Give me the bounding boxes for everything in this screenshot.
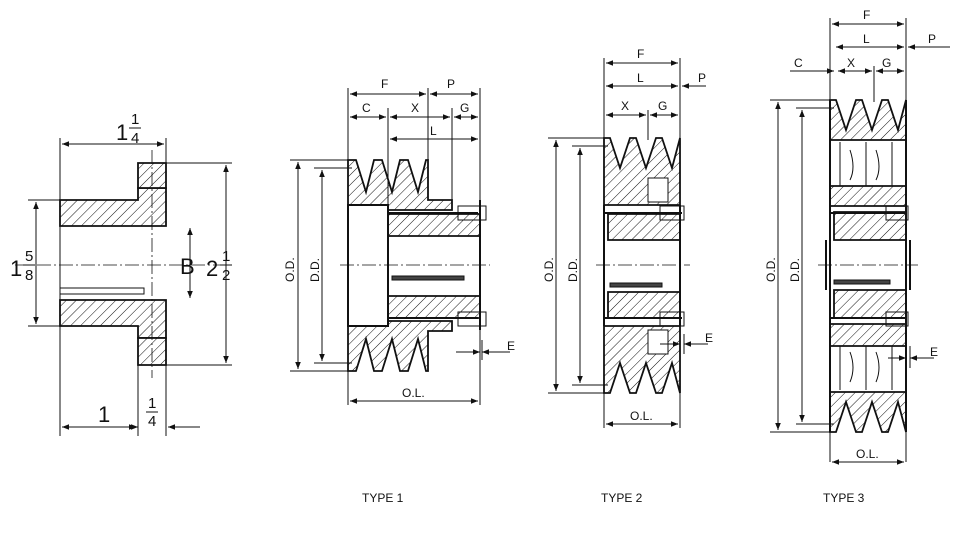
bushing-hub-drawing: 1 1 4 1 5 8 B 2 1 2 1 1 4	[10, 111, 232, 436]
hub-right-dim-num: 1	[222, 248, 230, 265]
type1-label-l: L	[430, 124, 437, 138]
hub-bottom-dim-den: 4	[148, 413, 156, 430]
hub-top-dim-whole: 1	[116, 120, 128, 145]
type2-label-x: X	[621, 99, 629, 113]
hub-right-dim-den: 2	[222, 267, 230, 284]
type1-label-f: F	[381, 77, 388, 91]
hub-left-dim-den: 8	[25, 267, 33, 284]
type2-label-ol: O.L.	[630, 409, 653, 423]
caption-type2: TYPE 2	[601, 491, 643, 505]
caption-type1: TYPE 1	[362, 491, 404, 505]
type3-label-od: O.D.	[764, 257, 778, 282]
hub-bottom-dim-num: 1	[148, 395, 156, 412]
type2-label-p: P	[698, 71, 706, 85]
type3-label-e: E	[930, 345, 938, 359]
type2-label-od: O.D.	[542, 257, 556, 282]
type2-pulley-drawing: F L P X G E O.L. O.D. D.D.	[542, 47, 713, 428]
type3-label-g: G	[882, 56, 891, 70]
type1-label-od: O.D.	[283, 257, 297, 282]
type1-label-x: X	[411, 101, 419, 115]
type3-label-l: L	[863, 32, 870, 46]
type3-label-c: C	[794, 56, 803, 70]
type3-label-p: P	[928, 32, 936, 46]
type3-label-x: X	[847, 56, 855, 70]
type1-label-g: G	[460, 101, 469, 115]
hub-right-dim-whole: 2	[206, 256, 218, 281]
hub-left-dim-num: 5	[25, 248, 33, 265]
type3-pulley-drawing: F L P C X G E O.L. O.D. D.D.	[764, 8, 950, 465]
type1-pulley-drawing: F P C X G L E O.L. O.D. D.D.	[283, 77, 515, 405]
type2-label-g: G	[658, 99, 667, 113]
caption-type3: TYPE 3	[823, 491, 865, 505]
type1-label-ol: O.L.	[402, 386, 425, 400]
type2-label-l: L	[637, 71, 644, 85]
type2-label-e: E	[705, 331, 713, 345]
type1-label-p: P	[447, 77, 455, 91]
type1-label-e: E	[507, 339, 515, 353]
hub-left-dim-whole: 1	[10, 256, 22, 281]
hub-top-dim-den: 4	[131, 130, 139, 147]
type2-label-dd: D.D.	[566, 258, 580, 282]
type2-label-f: F	[637, 47, 644, 61]
hub-bottom-dim-length: 1	[98, 402, 110, 427]
type3-label-dd: D.D.	[788, 258, 802, 282]
hub-top-dim-num: 1	[131, 111, 139, 128]
type3-label-ol: O.L.	[856, 447, 879, 461]
hub-bore-dim: B	[180, 254, 195, 279]
type3-label-f: F	[863, 8, 870, 22]
type1-label-c: C	[362, 101, 371, 115]
type1-label-dd: D.D.	[308, 258, 322, 282]
